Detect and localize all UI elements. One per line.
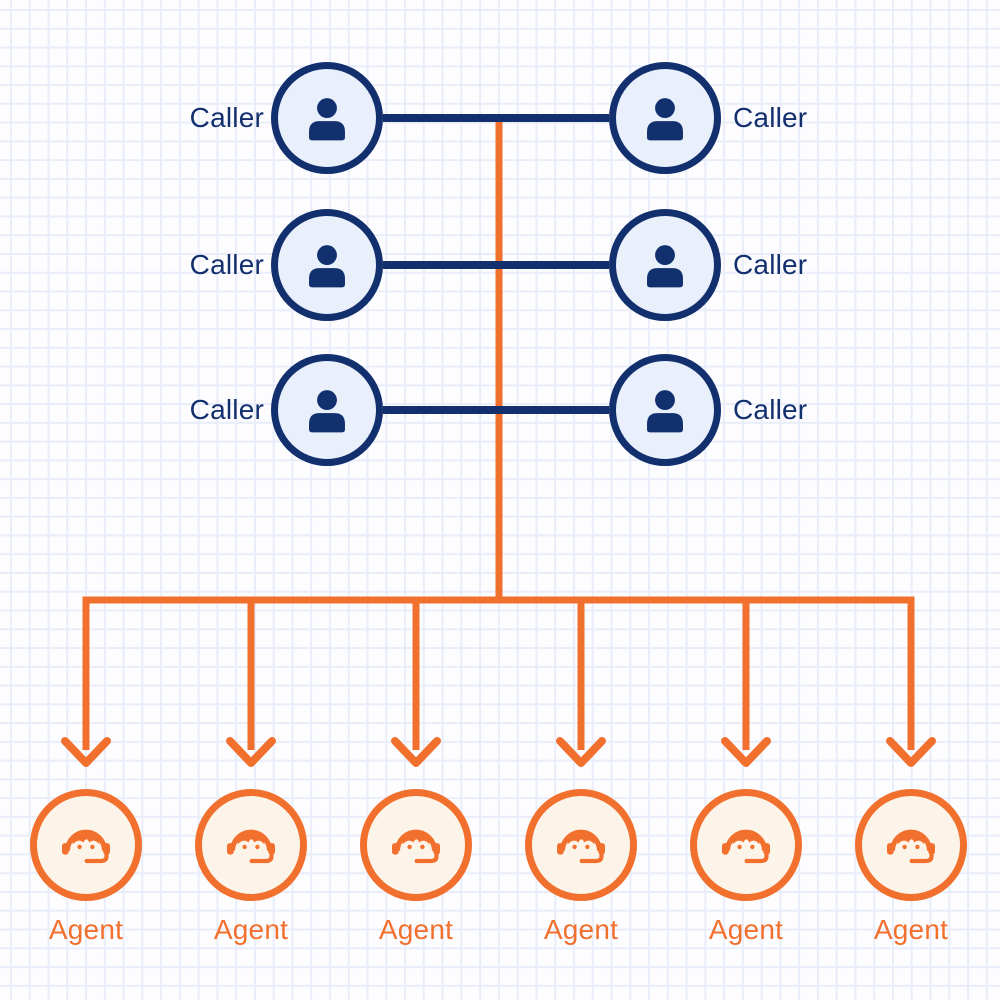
down-arrow-icon	[61, 737, 111, 767]
caller-node	[609, 354, 721, 466]
caller-label: Caller	[189, 102, 264, 133]
agent-label: Agent	[213, 914, 289, 945]
person-icon	[647, 390, 683, 433]
agent-label: Agent	[543, 914, 619, 945]
down-arrow-icon	[556, 737, 606, 767]
agent-node	[360, 789, 472, 901]
down-arrow-icon	[721, 737, 771, 767]
person-icon	[309, 98, 345, 141]
caller-label: Caller	[733, 102, 808, 133]
caller-label: Caller	[189, 249, 264, 280]
caller-label: Caller	[733, 394, 808, 425]
caller-label: Caller	[189, 394, 264, 425]
person-icon	[309, 245, 345, 288]
headset-agent-icon	[392, 829, 440, 864]
agent-label: Agent	[708, 914, 784, 945]
headset-agent-icon	[722, 829, 770, 864]
caller-node	[271, 62, 383, 174]
down-arrow-icon	[226, 737, 276, 767]
headset-agent-icon	[62, 829, 110, 864]
caller-node	[609, 209, 721, 321]
headset-agent-icon	[887, 829, 935, 864]
down-arrow-icon	[886, 737, 936, 767]
agent-node	[195, 789, 307, 901]
distribution-bar	[82, 596, 915, 750]
headset-agent-icon	[227, 829, 275, 864]
agent-label: Agent	[48, 914, 124, 945]
down-arrow-icon	[391, 737, 441, 767]
agent-node	[525, 789, 637, 901]
agent-node	[855, 789, 967, 901]
person-icon	[647, 245, 683, 288]
agent-label: Agent	[378, 914, 454, 945]
headset-agent-icon	[557, 829, 605, 864]
person-icon	[647, 98, 683, 141]
person-icon	[309, 390, 345, 433]
agent-node	[690, 789, 802, 901]
agent-label: Agent	[873, 914, 949, 945]
agent-node	[30, 789, 142, 901]
caller-node	[271, 209, 383, 321]
caller-node	[609, 62, 721, 174]
caller-label: Caller	[733, 249, 808, 280]
caller-node	[271, 354, 383, 466]
